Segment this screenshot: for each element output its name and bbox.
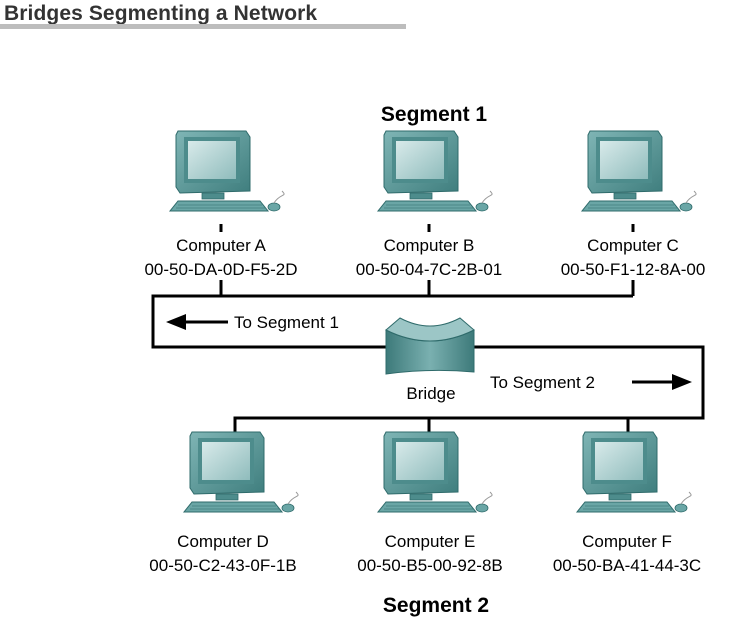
- computer-icon: [377, 431, 493, 513]
- computer-icon: [581, 130, 697, 212]
- segment-2-cabling: [233, 345, 705, 432]
- mac-address: 00-50-B5-00-92-8B: [357, 556, 503, 575]
- computer-name: Computer C: [587, 236, 679, 255]
- computer-b: Computer B 00-50-04-7C-2B-01: [356, 130, 502, 279]
- computer-c: Computer C 00-50-F1-12-8A-00: [561, 130, 706, 279]
- arrow-to-segment-2: [632, 374, 692, 390]
- page-title: Bridges Segmenting a Network: [4, 2, 318, 25]
- computer-icon: [576, 431, 692, 513]
- mac-address: 00-50-DA-0D-F5-2D: [144, 260, 297, 279]
- computer-name: Computer B: [384, 236, 475, 255]
- computer-name: Computer A: [176, 236, 266, 255]
- computer-f: Computer F 00-50-BA-41-44-3C: [553, 431, 701, 575]
- computer-icon: [377, 130, 493, 212]
- computer-name: Computer D: [177, 532, 269, 551]
- mac-address: 00-50-F1-12-8A-00: [561, 260, 706, 279]
- computer-name: Computer F: [582, 532, 672, 551]
- to-segment-1-label: To Segment 1: [234, 313, 339, 332]
- mac-address: 00-50-04-7C-2B-01: [356, 260, 502, 279]
- header: Bridges Segmenting a Network: [0, 2, 406, 29]
- mac-address: 00-50-BA-41-44-3C: [553, 556, 701, 575]
- segment-1-cabling: [151, 224, 635, 349]
- computer-e: Computer E 00-50-B5-00-92-8B: [357, 431, 503, 575]
- computer-d: Computer D 00-50-C2-43-0F-1B: [149, 431, 299, 575]
- segment-1-label: Segment 1: [381, 103, 488, 126]
- mac-address: 00-50-C2-43-0F-1B: [149, 556, 296, 575]
- bridge-icon: [385, 317, 475, 375]
- bridge-label: Bridge: [406, 384, 455, 403]
- computer-a: Computer A 00-50-DA-0D-F5-2D: [144, 130, 298, 279]
- computer-icon: [183, 431, 299, 513]
- segment-2-label: Segment 2: [383, 594, 489, 617]
- computer-icon: [169, 130, 285, 212]
- computer-name: Computer E: [385, 532, 476, 551]
- arrow-to-segment-1: [166, 314, 228, 330]
- to-segment-2-label: To Segment 2: [490, 373, 595, 392]
- title-underline: [0, 24, 406, 29]
